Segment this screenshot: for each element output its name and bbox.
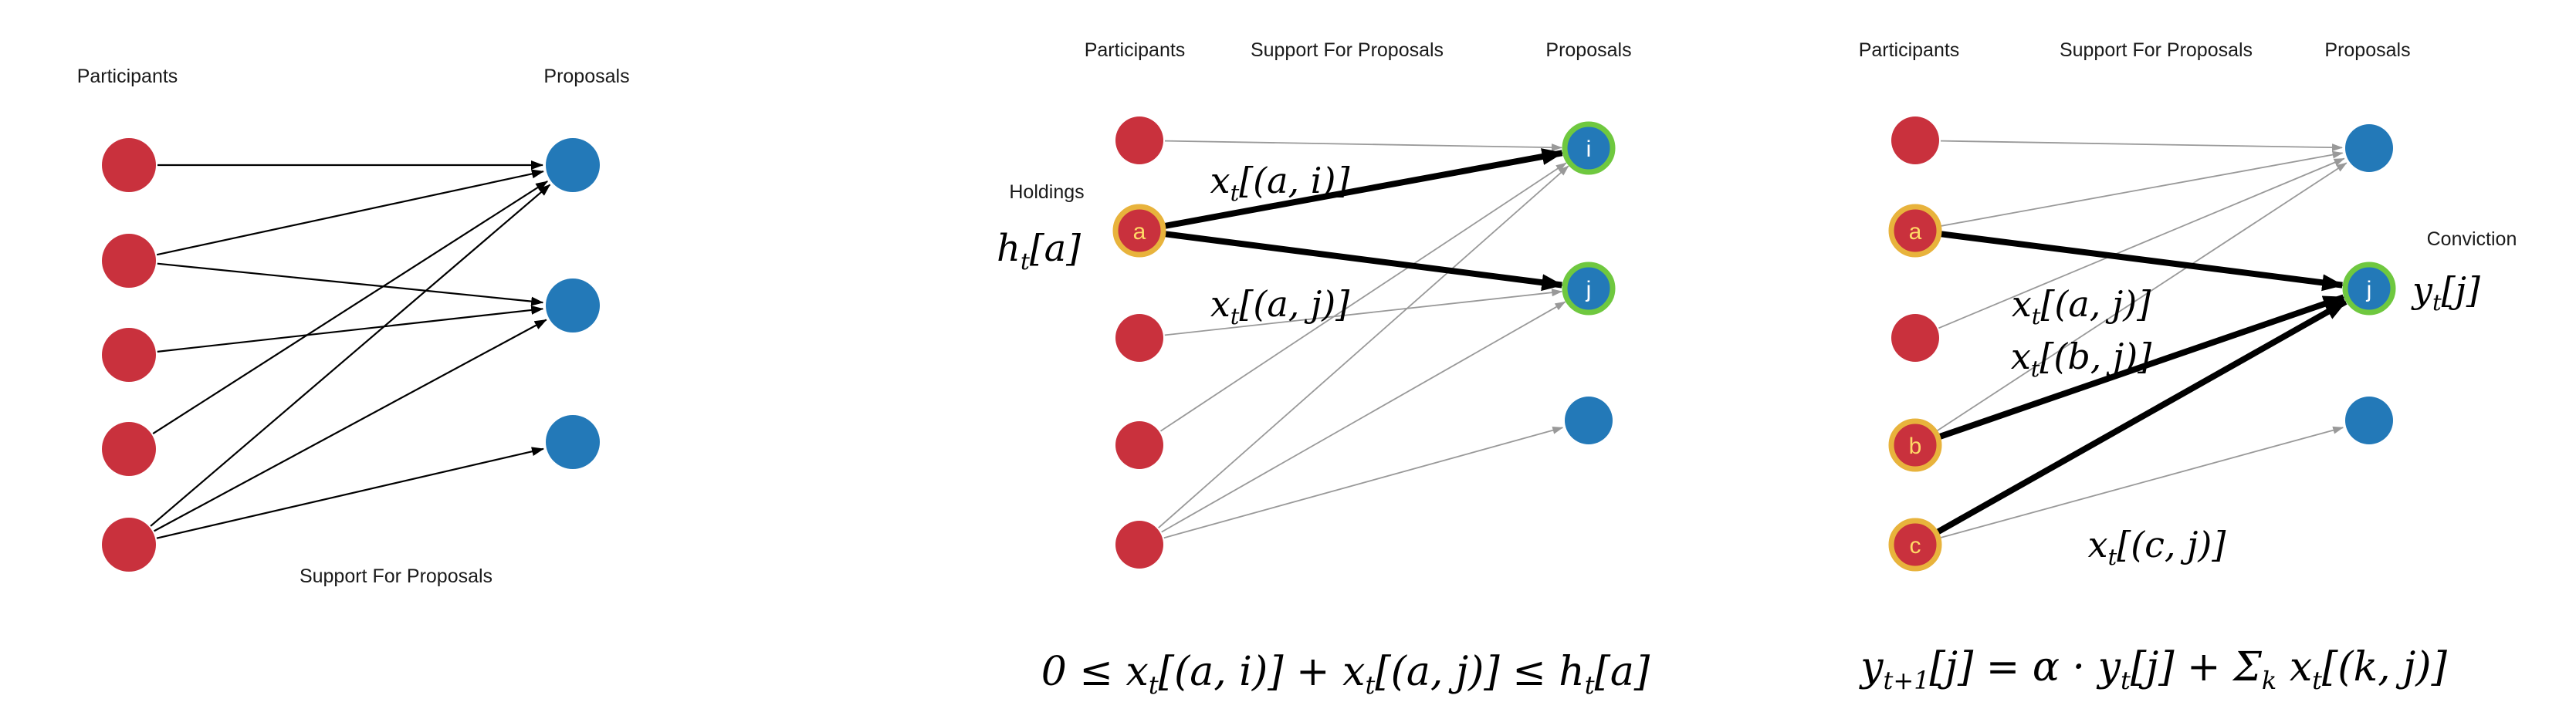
support-edge xyxy=(1161,301,1566,533)
support-edge xyxy=(1163,426,1564,539)
support-edge xyxy=(1164,140,1562,152)
participant-node xyxy=(1115,314,1163,362)
proposal-node xyxy=(2345,124,2393,172)
support-edge xyxy=(1936,162,2348,432)
participant-node xyxy=(1891,116,1939,164)
support-edge xyxy=(156,169,544,256)
support-edge xyxy=(1938,294,2345,440)
support-edge xyxy=(1158,165,1569,528)
graph-conviction-update: a b c j xyxy=(1888,116,2396,572)
node-letter-j: j xyxy=(1586,277,1592,302)
node-letter-b: b xyxy=(1909,434,1922,459)
support-edge xyxy=(1938,157,2345,329)
holdings-label: Holdings xyxy=(1009,181,1084,203)
participant-node xyxy=(102,518,156,572)
edge-label-aj: xt[(a, j)] xyxy=(2012,283,2151,329)
node-letter-j: j xyxy=(2366,277,2372,302)
support-edge xyxy=(1940,140,2343,152)
proposal-node xyxy=(2345,397,2393,444)
proposal-node xyxy=(546,138,600,192)
proposals-label: Proposals xyxy=(543,66,629,87)
participant-node xyxy=(102,328,156,382)
proposal-node-i xyxy=(1562,121,1616,175)
support-for-proposals-label: Support For Proposals xyxy=(300,565,493,587)
participants-label: Participants xyxy=(77,66,178,87)
participant-node xyxy=(1115,116,1163,164)
participant-node xyxy=(1891,314,1939,362)
support-edge xyxy=(1164,231,1564,292)
support-edge xyxy=(1160,162,1567,432)
support-edge xyxy=(1935,299,2348,535)
proposals-label: Proposals xyxy=(1545,39,1631,61)
support-edge xyxy=(156,447,544,539)
support-edge xyxy=(152,181,549,435)
support-edge xyxy=(1164,289,1563,336)
support-edge xyxy=(1940,231,2344,292)
conviction-value-math: yt[j] xyxy=(2411,269,2480,316)
participant-node-b xyxy=(1888,418,1942,472)
participant-node xyxy=(102,234,156,288)
conviction-update-formula: yt+1[j] = α · yt[j] + Σk xt[(k, j)] xyxy=(1859,644,2447,695)
node-letter-a: a xyxy=(1909,219,1922,245)
support-edge xyxy=(1939,426,2344,539)
support-for-proposals-label: Support For Proposals xyxy=(1251,39,1444,61)
edge-label-cj: xt[(c, j)] xyxy=(2088,524,2226,570)
graph-holdings-allocation: a i j xyxy=(1112,116,1616,569)
edge-label-bj: xt[(b, j)] xyxy=(2011,336,2151,382)
participant-node xyxy=(102,138,156,192)
support-edge xyxy=(157,262,544,306)
participant-node-a xyxy=(1112,204,1166,258)
participant-node-a xyxy=(1888,204,1942,258)
proposal-node xyxy=(1565,397,1613,444)
participants-label: Participants xyxy=(1859,39,1960,61)
participant-node-c xyxy=(1888,518,1942,572)
graph-support-overview xyxy=(102,138,600,572)
support-edge xyxy=(150,184,551,527)
support-edge xyxy=(154,319,547,532)
participant-node xyxy=(1115,421,1163,469)
proposal-node-j xyxy=(1562,262,1616,316)
participant-node xyxy=(102,422,156,476)
holdings-value-math: ht[a] xyxy=(997,227,1081,275)
constraint-formula: 0 ≤ xt[(a, i)] + xt[(a, j)] ≤ ht[a] xyxy=(1041,649,1650,700)
support-edge xyxy=(157,305,544,353)
node-letter-i: i xyxy=(1586,137,1592,162)
support-edge xyxy=(1163,148,1564,229)
edge-label-aj: xt[(a, j)] xyxy=(1210,283,1349,329)
proposal-node xyxy=(546,415,600,469)
conviction-label: Conviction xyxy=(2427,228,2517,250)
edge-label-ai: xt[(a, i)] xyxy=(1210,160,1350,206)
support-for-proposals-label: Support For Proposals xyxy=(2060,39,2253,61)
node-letter-c: c xyxy=(1910,533,1921,559)
proposals-label: Proposals xyxy=(2324,39,2410,61)
participant-node xyxy=(1115,521,1163,569)
participants-label: Participants xyxy=(1085,39,1186,61)
proposal-node-j xyxy=(2342,262,2396,316)
proposal-node xyxy=(546,278,600,332)
node-letter-a: a xyxy=(1133,219,1146,245)
support-edge xyxy=(1940,150,2344,227)
